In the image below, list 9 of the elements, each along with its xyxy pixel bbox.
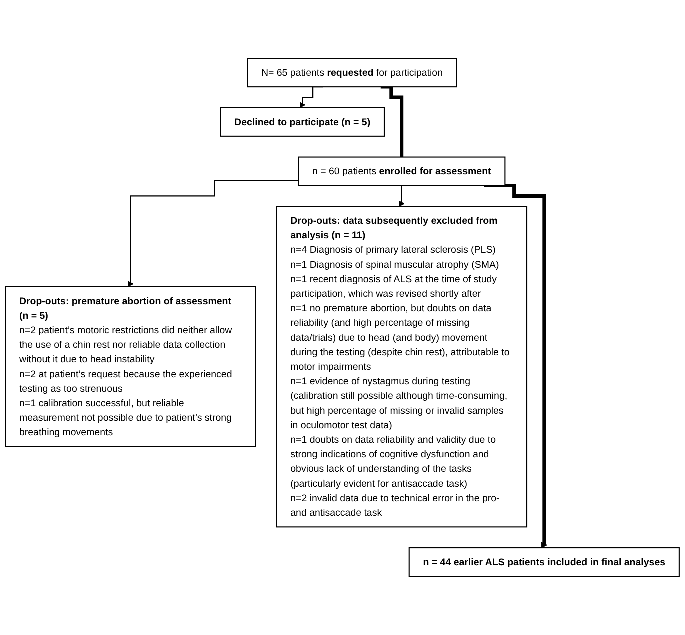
node-box: N= 65 patients requested for participation	[247, 58, 458, 88]
node-box: n = 60 patients enrolled for assessment	[298, 156, 506, 186]
arrow	[484, 184, 548, 548]
arrow	[128, 180, 299, 288]
node-box: n = 44 earlier ALS patients included in final analyses	[408, 547, 680, 577]
arrow	[398, 185, 405, 207]
node-box: Drop-outs: premature abortion of assessment (n = 5) n=2 patient’s motoric restrictions did neither allow the use of a chin rest nor reliable data collection without it due to head instability n=2 at patient’s request because the experienced testing as too strenuous n=1 calibration successful, but reliable measurement not possible due to patient’s strong breathing movements	[5, 286, 256, 448]
node-box: Drop-outs: data subsequently excluded from analysis (n = 11) n=4 Diagnosis of primary lateral sclerosis (PLS) n=1 Diagnosis of spinal muscular atrophy (SMA) n=1 recent diagnosis of ALS at the time of study participation, which was revised shortly after n=1 no premature abortion, but doubts on data reliability (and high percentage of missing data/trials) due to head (and body) movement during the testing (despite chin rest), attributable to motor impairments n=1 evidence of nystagmus during testing (calibration still possible although time-consuming, but high percentage of missing or invalid samples in oculomotor test data) n=1 doubts on data reliability and validity due to strong indications of cognitive dysfunction and obvious lack of understanding of the tasks (particularly evident for antisaccade task) n=2 invalid data due to technical error in the pro- and antisaccade task	[276, 206, 528, 528]
node-box: Declined to participate (n = 5)	[220, 107, 385, 137]
